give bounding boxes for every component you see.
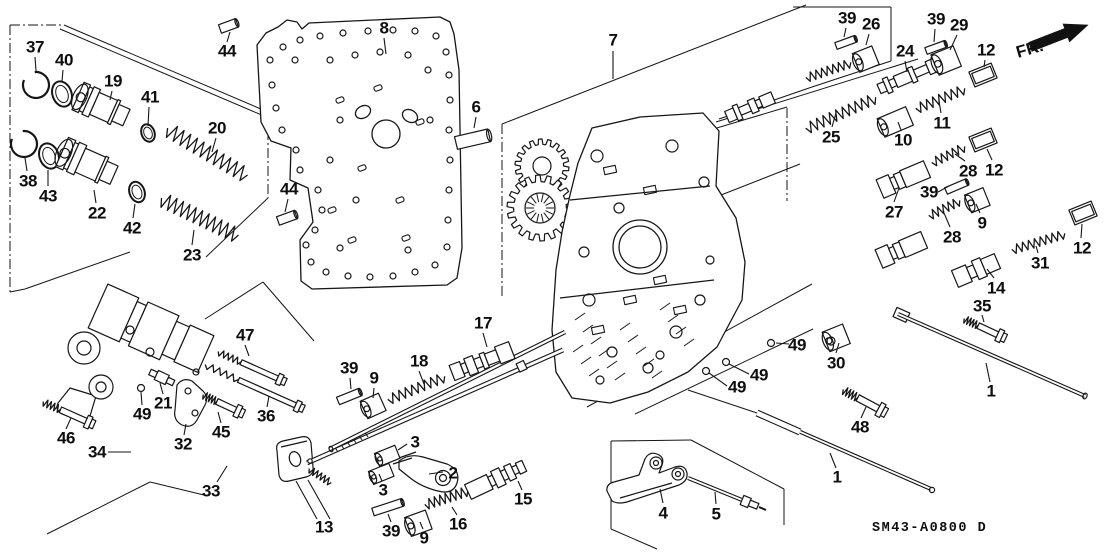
part-label-49: 49: [787, 335, 807, 355]
part-label-17: 17: [473, 313, 493, 333]
part-label-44: 44: [217, 41, 237, 61]
part-label-9: 9: [977, 213, 987, 233]
part-label-26: 26: [861, 14, 881, 34]
part-label-39: 39: [919, 182, 939, 202]
part-label-3: 3: [378, 480, 388, 500]
part-label-14: 14: [986, 278, 1006, 298]
part-label-41: 41: [140, 87, 160, 107]
part-label-12: 12: [1072, 238, 1092, 258]
part-label-39: 39: [381, 521, 401, 541]
fr-label: FR.: [1014, 36, 1046, 62]
valve-body-outline: [551, 112, 746, 404]
fr-arrow-icon: [1028, 23, 1089, 52]
servo-cover-drawing: [174, 379, 208, 427]
part-label-49: 49: [727, 377, 747, 397]
part-label-3: 3: [410, 432, 420, 452]
part-label-32: 32: [173, 434, 193, 454]
part-label-48: 48: [850, 417, 870, 437]
detent-block-drawing: [276, 436, 314, 482]
part-label-44: 44: [279, 179, 299, 199]
part-label-21: 21: [153, 393, 173, 413]
part-label-15: 15: [513, 489, 533, 509]
part-label-24: 24: [895, 41, 915, 61]
part-label-40: 40: [54, 50, 74, 70]
part-label-49: 49: [132, 404, 152, 424]
part-label-11: 11: [933, 113, 951, 133]
part-label-34: 34: [87, 442, 107, 462]
part-label-49: 49: [749, 365, 769, 385]
fr-direction-indicator: FR.: [1014, 23, 1089, 62]
part-label-4: 4: [658, 503, 668, 523]
gears-drawing: [506, 138, 574, 242]
part-label-47: 47: [235, 325, 255, 345]
part-label-7: 7: [608, 30, 618, 50]
part-label-22: 22: [87, 203, 107, 223]
part-label-28: 28: [942, 227, 962, 247]
separator-plate-drawing: [256, 16, 463, 290]
part-label-36: 36: [256, 406, 276, 426]
part-label-5: 5: [711, 504, 721, 524]
part-label-45: 45: [211, 422, 231, 442]
part-label-42: 42: [122, 218, 142, 238]
part-label-20: 20: [207, 118, 227, 138]
exploded-parts-drawing: [9, 18, 1098, 538]
part-label-10: 10: [893, 130, 913, 150]
part-label-27: 27: [884, 202, 904, 222]
part-label-19: 19: [103, 71, 123, 91]
diagram-code: SM43-A0800 D: [872, 521, 988, 536]
part-label-12: 12: [976, 40, 996, 60]
part-label-37: 37: [25, 37, 45, 57]
part-label-13: 13: [314, 517, 334, 537]
part-label-23: 23: [182, 245, 202, 265]
part-label-12: 12: [984, 160, 1004, 180]
part-label-2: 2: [448, 463, 458, 483]
part-label-39: 39: [339, 358, 359, 378]
part-label-1: 1: [832, 467, 842, 487]
part-label-1: 1: [986, 381, 996, 401]
part-label-29: 29: [949, 15, 969, 35]
part-label-31: 31: [1030, 253, 1050, 273]
part-label-39: 39: [837, 8, 857, 28]
part-label-46: 46: [56, 428, 76, 448]
part-label-25: 25: [821, 127, 841, 147]
part-label-8: 8: [379, 18, 389, 38]
part-label-9: 9: [369, 368, 379, 388]
part-label-39: 39: [926, 9, 946, 29]
part-label-9: 9: [419, 528, 429, 548]
separator-plate-outline: [256, 16, 463, 290]
part-label-28: 28: [958, 161, 978, 181]
part-label-33: 33: [201, 481, 221, 501]
part-label-30: 30: [826, 353, 846, 373]
part-label-43: 43: [38, 186, 58, 206]
part-label-18: 18: [409, 351, 429, 371]
part-label-38: 38: [18, 171, 38, 191]
main-valve-body-drawing: [551, 112, 746, 404]
part-label-35: 35: [972, 296, 992, 316]
part-label-16: 16: [448, 514, 468, 534]
leader-lines: [24, 27, 1083, 530]
part-label-6: 6: [471, 97, 481, 117]
